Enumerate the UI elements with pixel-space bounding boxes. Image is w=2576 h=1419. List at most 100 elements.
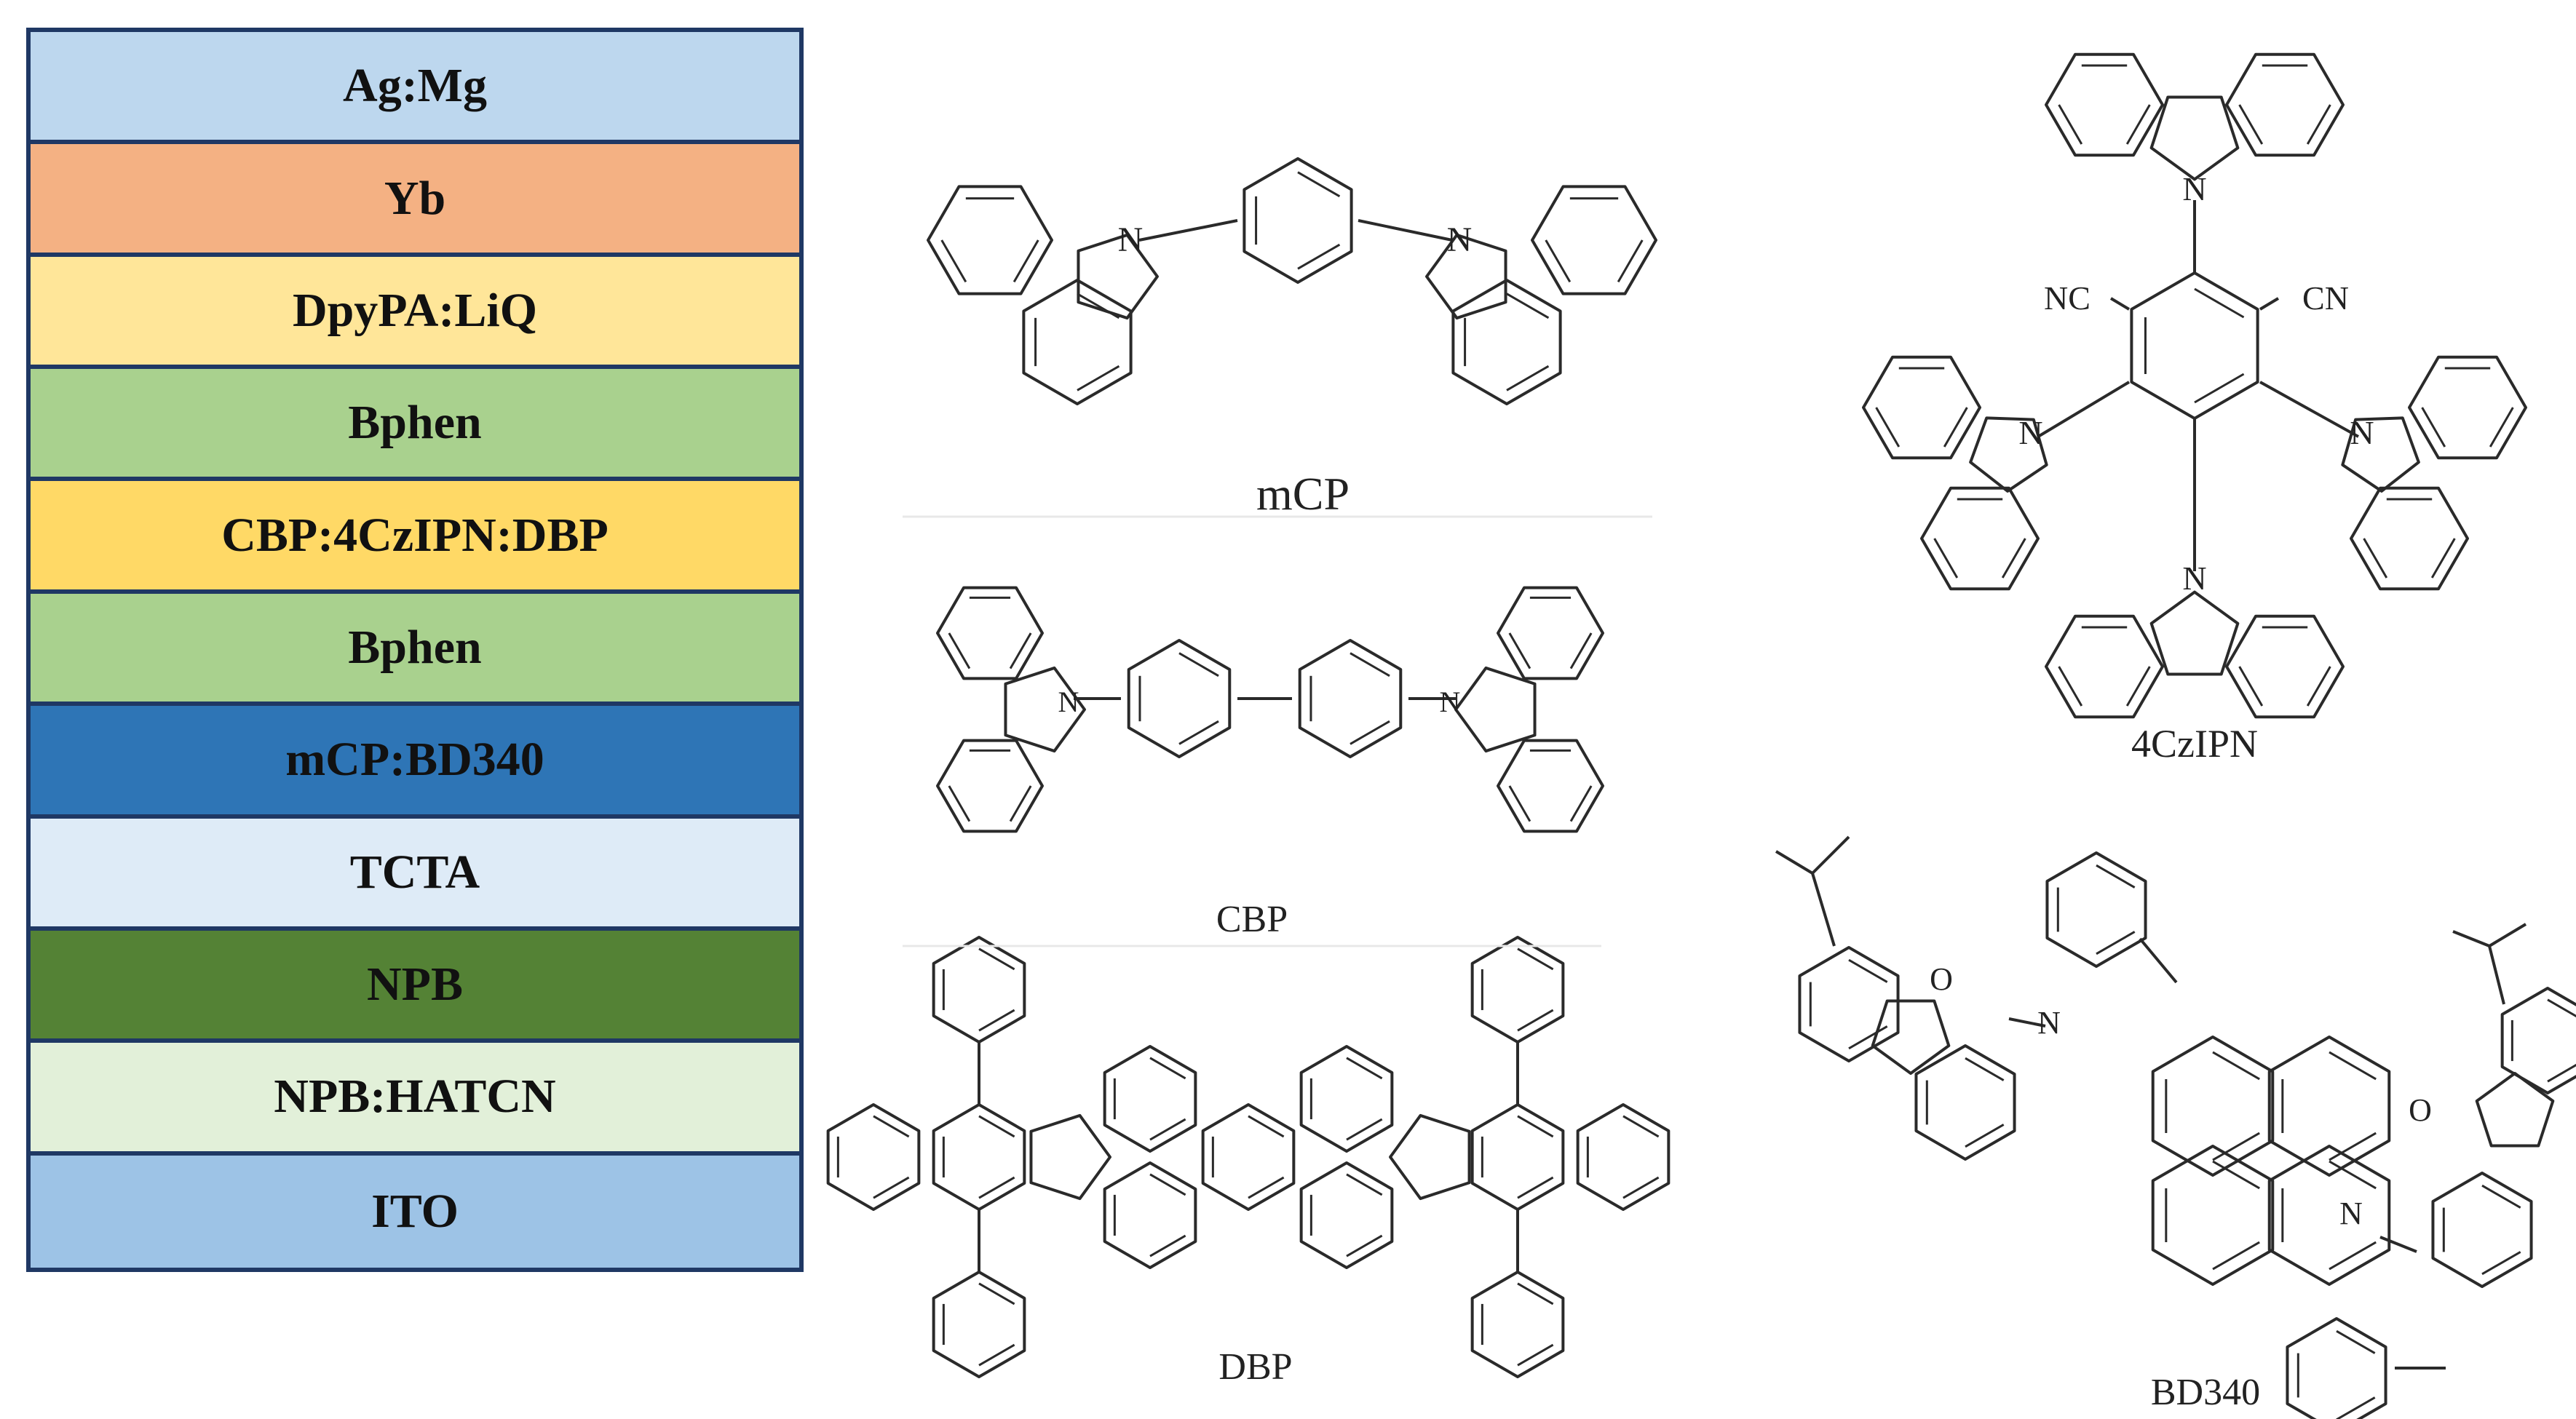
czipn-n-atom: N [2182, 560, 2206, 597]
benzene-ring [2045, 851, 2147, 968]
five-membered-ring [1077, 233, 1159, 320]
benzene-ring [1470, 1271, 1565, 1378]
czipn-n-atom: N [2182, 170, 2206, 207]
five-membered-ring [1871, 999, 1951, 1075]
benzene-ring [932, 1271, 1026, 1378]
cbp-label: CBP [1216, 899, 1288, 940]
benzene-ring [936, 739, 1044, 833]
device-layer: CBP:4CzIPN:DBP [31, 481, 799, 594]
benzene-ring [2350, 486, 2469, 591]
benzene-ring [2286, 1317, 2387, 1419]
five-membered-ring [1389, 1113, 1471, 1201]
carbazole-ring [2045, 52, 2164, 157]
benzene-ring [2408, 355, 2527, 460]
central-benzene-ring [1243, 157, 1353, 284]
device-layer: DpyPA:LiQ [31, 256, 799, 370]
dbp-label: DBP [1218, 1346, 1292, 1388]
device-layer-label: ITO [371, 1184, 459, 1238]
bond-line [2488, 945, 2505, 1005]
benzene-ring [1127, 639, 1232, 758]
bond-line [1811, 835, 1850, 875]
benzene-ring [2500, 987, 2576, 1094]
bond-line [2379, 1236, 2417, 1253]
bond-line [2139, 937, 2178, 984]
czipn-cn-group: CN [2302, 279, 2349, 317]
five-membered-ring [2475, 1072, 2555, 1148]
benzene-ring [932, 936, 1026, 1044]
device-layer: TCTA [31, 818, 799, 931]
five-membered-ring [1425, 233, 1507, 320]
bond-line [1358, 219, 1453, 242]
benzene-ring [2267, 1145, 2391, 1286]
device-layer-label: Bphen [348, 396, 482, 450]
device-layer-label: NPB:HATCN [274, 1070, 556, 1124]
benzene-ring [927, 185, 1053, 295]
bond-line [2488, 923, 2527, 947]
benzene-ring [1201, 1103, 1296, 1211]
czipn-nc-group: NC [2044, 279, 2090, 317]
benzene-ring [1531, 185, 1657, 295]
five-membered-ring [1004, 666, 1086, 753]
device-layer: NPB [31, 930, 799, 1044]
carbazole-ring [2045, 614, 2164, 719]
five-membered-ring [1029, 1113, 1111, 1201]
benzene-ring [1798, 946, 1900, 1062]
device-layer: ITO [31, 1155, 799, 1268]
benzene-ring [2431, 1172, 2533, 1288]
benzene-ring [826, 1103, 921, 1211]
bond-line [1138, 219, 1238, 242]
five-membered-ring [2149, 95, 2240, 181]
benzene-ring [936, 586, 1044, 680]
device-layer: Bphen [31, 369, 799, 482]
benzene-ring [932, 1103, 1026, 1211]
czipn-n-atom: N [2350, 414, 2374, 451]
benzene-ring [1298, 639, 1403, 758]
carbazole-ring [2225, 614, 2345, 719]
bond-line [2109, 297, 2131, 311]
device-layer-label: mCP:BD340 [285, 733, 544, 787]
bd340-n-atom: N [2037, 1005, 2061, 1041]
device-layer-label: Bphen [348, 620, 482, 674]
benzene-ring [1299, 1161, 1394, 1269]
cbp-n-atom: N [1440, 685, 1461, 718]
mcp-label: mCP [1256, 468, 1350, 520]
bd340-label: BD340 [2151, 1372, 2260, 1413]
device-layer: Yb [31, 144, 799, 257]
device-layer: NPB:HATCN [31, 1043, 799, 1156]
benzene-ring [1914, 1044, 2016, 1161]
bond-line [2452, 930, 2490, 947]
central-benzene-ring [2130, 271, 2259, 420]
bond-line [2259, 297, 2280, 311]
bond-line [2037, 381, 2131, 438]
benzene-ring [2151, 1145, 2275, 1286]
device-layer-label: Ag:Mg [343, 59, 487, 113]
benzene-ring [2267, 1036, 2391, 1177]
benzene-ring [1576, 1103, 1671, 1211]
carbazole-ring [2225, 52, 2345, 157]
device-layer: Ag:Mg [31, 32, 799, 145]
bond-line [1775, 850, 1814, 875]
five-membered-ring [2149, 590, 2240, 676]
czipn-n-atom: N [2018, 414, 2042, 451]
mcp-n-atom: N [1118, 220, 1144, 259]
bond-line [2008, 1017, 2046, 1028]
five-membered-ring [2341, 416, 2420, 493]
mcp-n-atom: N [1447, 220, 1473, 259]
benzene-ring [1497, 586, 1604, 680]
benzene-ring [1470, 1103, 1565, 1211]
bd340-n-atom: N [2339, 1196, 2363, 1231]
device-layer-label: DpyPA:LiQ [292, 283, 538, 337]
five-membered-ring [1454, 666, 1537, 753]
device-layer-label: Yb [384, 171, 446, 225]
device-layer-label: TCTA [349, 845, 480, 899]
device-layer-label: CBP:4CzIPN:DBP [221, 508, 609, 562]
bond-line [2259, 381, 2359, 438]
benzene-ring [1497, 739, 1604, 833]
device-layer: mCP:BD340 [31, 706, 799, 819]
cbp-n-atom: N [1058, 685, 1079, 718]
benzene-ring [1470, 936, 1565, 1044]
benzene-ring [1103, 1161, 1197, 1269]
benzene-ring [2151, 1036, 2275, 1177]
